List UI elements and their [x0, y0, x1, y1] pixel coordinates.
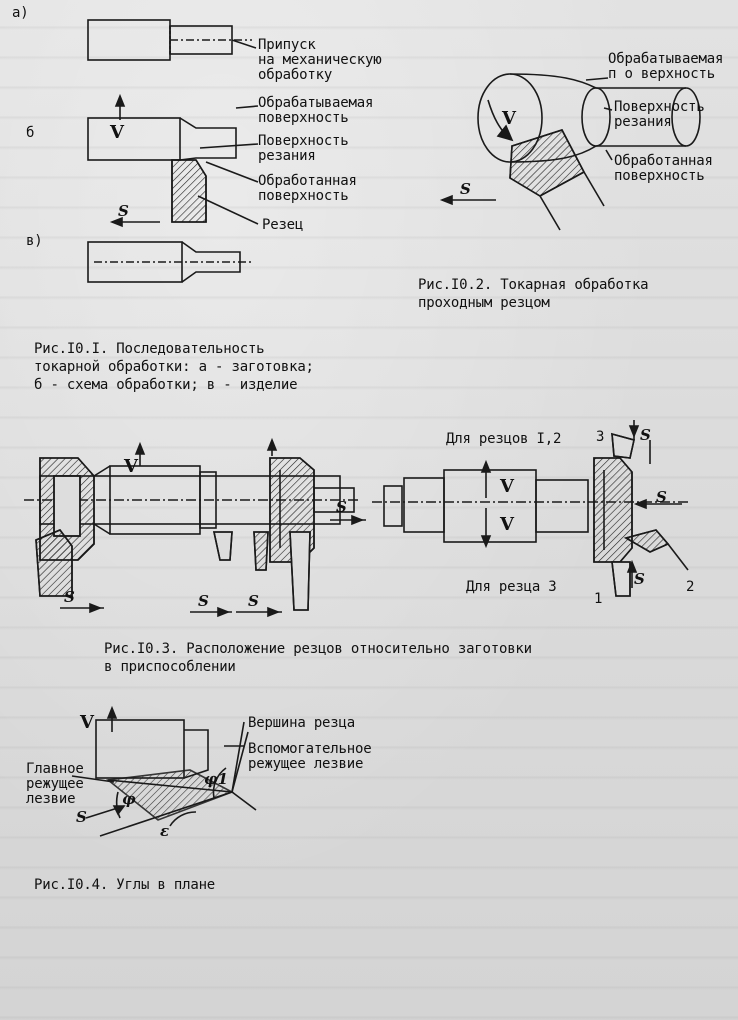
fig-10-4-tip-label: Вершина резца	[248, 715, 355, 731]
fig-10-2-cut-surface-label: Поверхность резания	[614, 99, 705, 130]
fig-10-3-number-2: 2	[686, 579, 695, 595]
fig-10-1-cut-surface-label: Поверхность резания	[258, 133, 349, 164]
fig-10-2-machined-surface-label: Обработанная поверхность	[614, 153, 713, 184]
fig-10-4-velocity-symbol: V	[80, 712, 94, 733]
fig-10-1-feed-symbol: S	[118, 202, 129, 220]
fig-10-4-phi-symbol: φ	[122, 790, 136, 808]
fig-10-3-velocity-right-bottom: V	[500, 514, 514, 535]
fig-10-4-feed-symbol: S	[76, 808, 87, 826]
fig-10-1-caption: Рис.I0.I. Последовательность токарной об…	[34, 341, 314, 393]
fig-10-3-feed-left: S	[64, 588, 75, 606]
fig-10-3-right	[372, 420, 690, 597]
fig-10-3-velocity-left: V	[124, 456, 138, 477]
fig-10-4-main-edge-label: Главное режущее лезвие	[26, 761, 84, 807]
fig-10-3-cutters-12-label: Для резцов I,2	[446, 431, 562, 447]
fig-10-2-caption: Рис.I0.2. Токарная обработка проходным р…	[418, 277, 649, 311]
fig-10-3-feed-center: S	[336, 498, 347, 516]
fig-10-2-velocity-symbol: V	[502, 108, 516, 129]
fig-10-3-velocity-right-top: V	[500, 476, 514, 497]
fig-10-2-work-surface-label: Обрабатываемая п о верхность	[608, 51, 724, 82]
fig-10-2-drawing	[439, 73, 701, 231]
fig-10-1-product	[87, 241, 254, 283]
fig-10-1-label-b: б	[26, 125, 35, 141]
fig-10-4-caption: Рис.I0.4. Углы в плане	[34, 877, 216, 893]
fig-10-3-feed-right-top: S	[640, 426, 651, 444]
fig-10-3-feed-mid: S	[198, 592, 209, 610]
fig-10-4-phi1-symbol: φ1	[204, 770, 229, 788]
fig-10-3-number-1: 1	[594, 591, 603, 607]
fig-10-3-feed-mid2: S	[248, 592, 259, 610]
fig-10-1-velocity-symbol: V	[110, 122, 124, 143]
fig-10-4-aux-edge-label: Вспомогательное режущее лезвие	[248, 741, 372, 772]
fig-10-2-feed-symbol: S	[460, 180, 471, 198]
fig-10-1-label-v: в)	[26, 233, 43, 249]
fig-10-3-number-3: 3	[596, 429, 605, 445]
fig-10-3-left	[24, 437, 366, 618]
fig-10-3-feed-right-bottom: S	[634, 570, 645, 588]
fig-10-1-blank	[87, 19, 257, 61]
fig-10-1-machined-surface-label: Обработанная поверхность	[258, 173, 357, 204]
fig-10-4-drawing	[71, 705, 257, 837]
fig-10-1-work-surface-label: Обрабатываемая поверхность	[258, 95, 374, 126]
fig-10-1-scheme	[87, 93, 259, 228]
fig-10-3-cutter-3-label: Для резца 3	[466, 579, 557, 595]
fig-10-1-cutter-label: Резец	[262, 217, 304, 233]
fig-10-1-allowance-label: Припуск на механическую обработку	[258, 37, 382, 83]
fig-10-4-epsilon-symbol: ε	[160, 822, 170, 840]
fig-10-3-caption: Рис.I0.3. Расположение резцов относитель…	[104, 641, 532, 675]
fig-10-3-feed-right-mid: S	[656, 488, 667, 506]
fig-10-1-label-a: а)	[12, 5, 29, 21]
